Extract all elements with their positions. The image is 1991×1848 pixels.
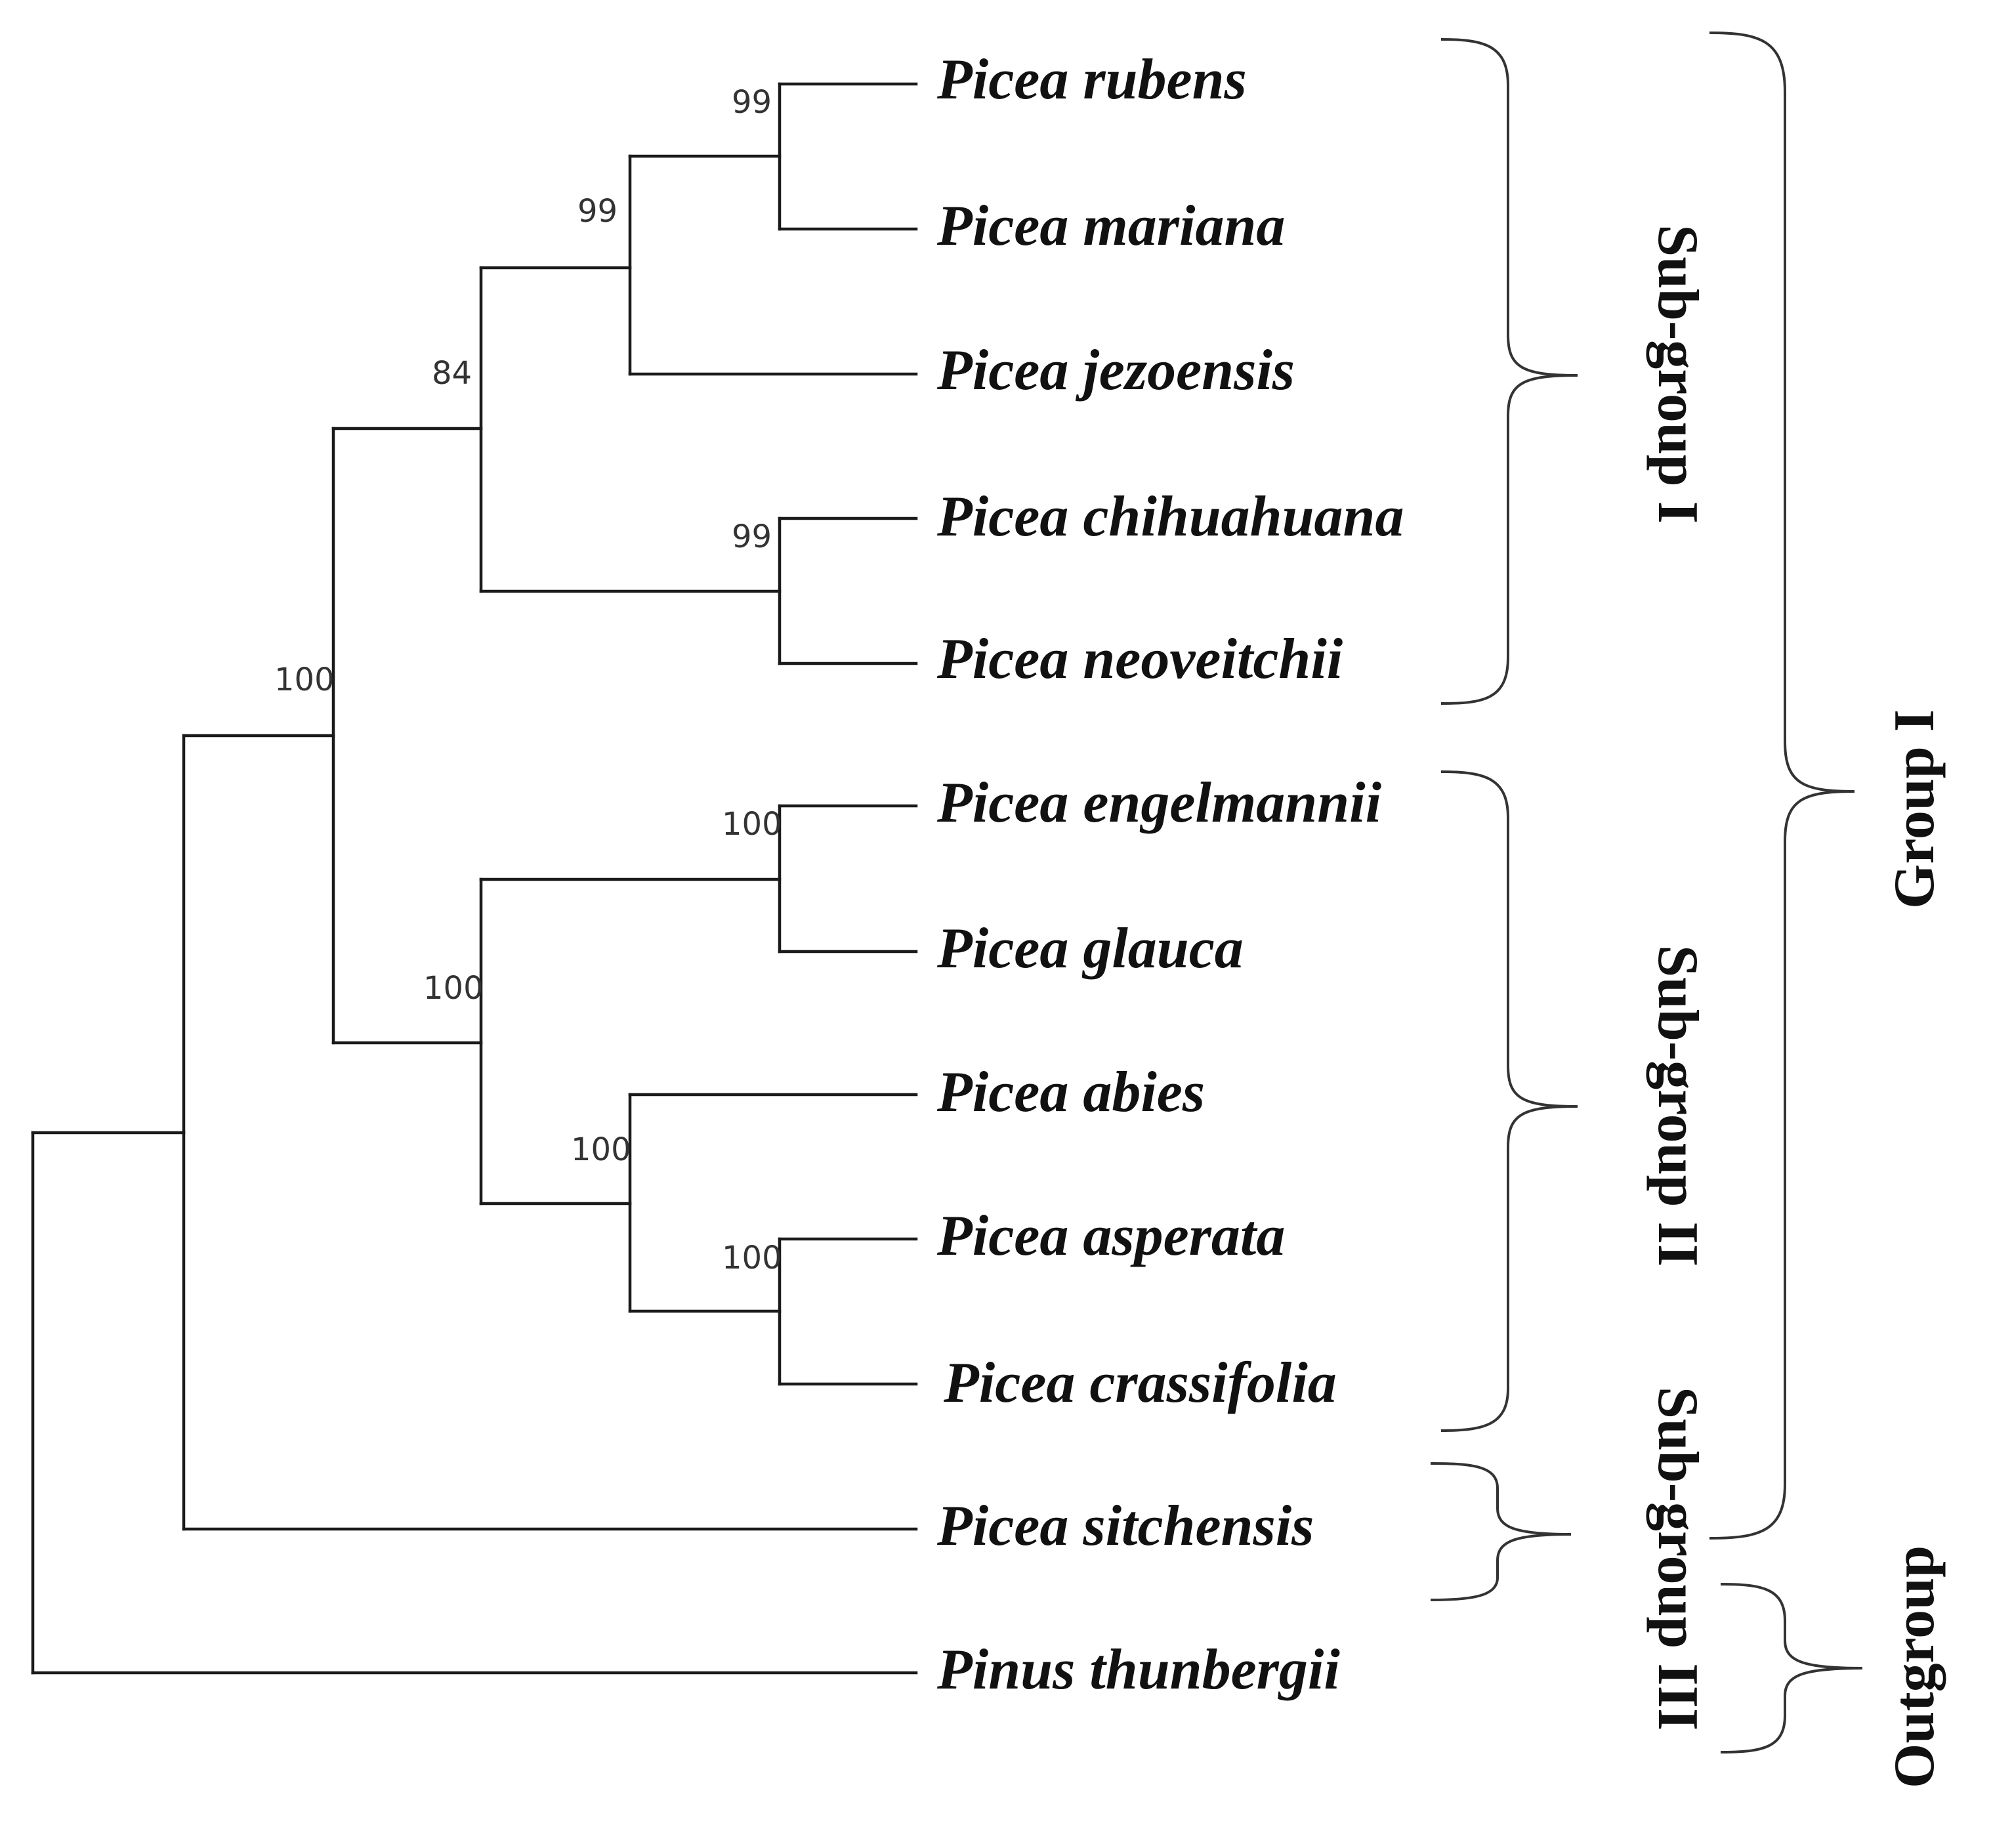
brace-outgroup bbox=[1720, 1583, 1863, 1754]
group-braces bbox=[1430, 32, 1863, 1754]
brace-subgroup-II bbox=[1440, 770, 1578, 1432]
brace-subgroup-III bbox=[1430, 1462, 1572, 1601]
taxon-label: Picea abies bbox=[936, 1060, 1205, 1124]
support-rubens-mariana: 99 bbox=[732, 84, 772, 121]
taxon-label: Picea crassifolia bbox=[943, 1351, 1337, 1415]
support-abies-asp-cra: 100 bbox=[571, 1131, 631, 1168]
taxon-label: Picea rubens bbox=[936, 48, 1247, 112]
brace-subgroup-I bbox=[1440, 38, 1578, 705]
taxon-label: Picea jezoensis bbox=[936, 339, 1295, 402]
taxon-label: Picea chihuahuana bbox=[936, 485, 1404, 549]
support-subgroup-II: 100 bbox=[423, 970, 484, 1007]
support-chihuahuana-neoveitchii: 99 bbox=[732, 518, 772, 555]
support-engelmannii-glauca: 100 bbox=[722, 806, 782, 843]
support-rub-mar-jez: 99 bbox=[577, 193, 618, 230]
label-subgroup-II: Sub-group II bbox=[1646, 945, 1709, 1267]
brace-group-I bbox=[1709, 32, 1855, 1540]
support-asperata-crassifolia: 100 bbox=[722, 1240, 782, 1276]
support-values: 99 99 99 84 100 100 100 100 100 bbox=[274, 84, 782, 1276]
group-labels: Sub-group I Sub-group II Sub-group III G… bbox=[1646, 224, 1946, 1788]
label-group-I: Group I bbox=[1883, 709, 1946, 909]
label-subgroup-III: Sub-group III bbox=[1646, 1387, 1709, 1731]
taxon-label: Picea sitchensis bbox=[936, 1494, 1314, 1558]
taxon-label: Picea mariana bbox=[936, 194, 1285, 258]
taxon-label: Picea engelmannii bbox=[936, 771, 1382, 835]
support-subgroup-I: 84 bbox=[432, 355, 472, 392]
support-subgroups-I-II: 100 bbox=[274, 662, 335, 698]
taxon-label: Picea asperata bbox=[936, 1204, 1285, 1268]
tree-branches-actual bbox=[31, 82, 918, 1675]
taxon-label: Picea neoveitchii bbox=[936, 627, 1343, 691]
taxon-label: Picea glauca bbox=[936, 917, 1244, 980]
label-subgroup-I: Sub-group I bbox=[1646, 224, 1709, 524]
taxon-label: Pinus thunbergii bbox=[936, 1638, 1340, 1702]
taxon-labels: Picea rubens Picea mariana Picea jezoens… bbox=[936, 48, 1404, 1702]
label-outgroup: Outgroup bbox=[1883, 1545, 1946, 1788]
